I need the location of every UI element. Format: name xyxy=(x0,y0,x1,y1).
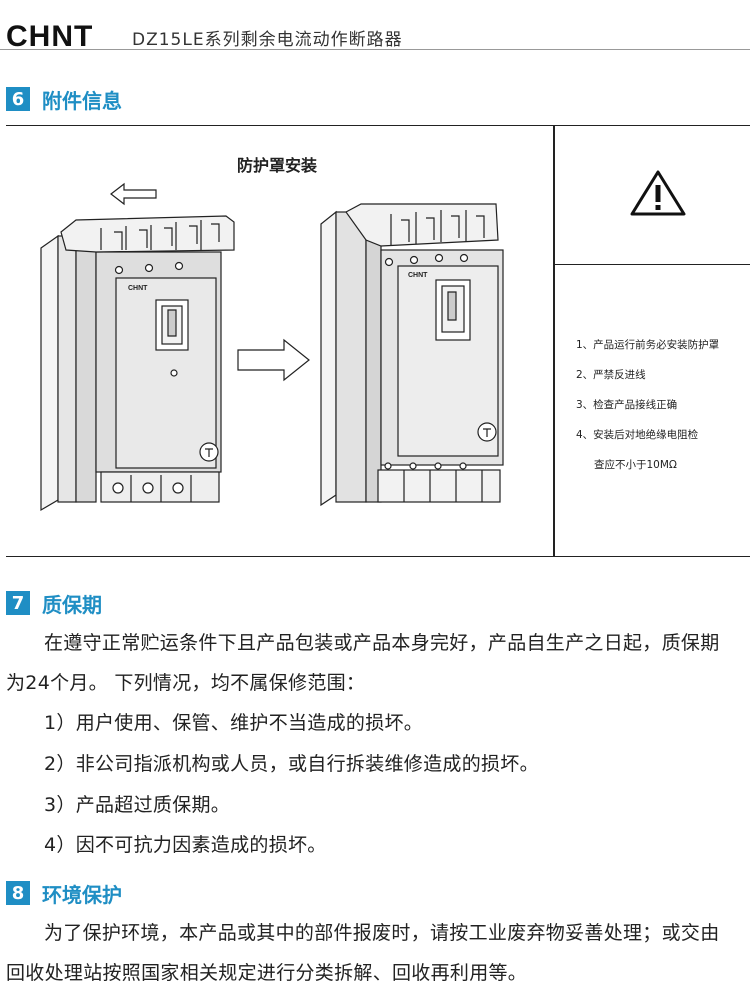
note-line: 1、产品运行前务必安装防护罩 xyxy=(576,339,720,351)
document-title: DZ15LE系列剩余电流动作断路器 xyxy=(132,30,403,50)
install-arrow-icon xyxy=(237,338,310,382)
breaker-left xyxy=(40,215,235,512)
note-line: 3、检查产品接线正确 xyxy=(576,399,678,411)
page-header: CHNT DZ15LE系列剩余电流动作断路器 xyxy=(0,0,750,53)
section-title: 附件信息 xyxy=(42,88,122,113)
table-divider-horizontal xyxy=(554,264,750,265)
environment-paragraph-line: 回收处理站按照国家相关规定进行分类拆解、回收再利用等。 xyxy=(6,962,528,984)
breaker-left-brand-mark: CHNT xyxy=(128,285,148,292)
warranty-paragraph-line: 在遵守正常贮运条件下且产品包装或产品本身完好，产品自生产之日起，质保期 xyxy=(44,632,720,654)
environment-paragraph-line: 为了保护环境，本产品或其中的部件报废时，请按工业废弃物妥善处理；或交由 xyxy=(44,922,720,944)
header-divider xyxy=(0,49,750,50)
section-title: 环境保护 xyxy=(42,882,122,907)
section-6-heading: 6 附件信息 xyxy=(6,84,122,114)
section-7-heading: 7 质保期 xyxy=(6,588,102,618)
breaker-right xyxy=(320,203,504,507)
warranty-exclusion-item: 4）因不可抗力因素造成的损坏。 xyxy=(44,834,327,856)
section-number: 7 xyxy=(6,591,30,615)
section-title: 质保期 xyxy=(42,592,102,617)
note-line: 4、安装后对地绝缘电阻检 xyxy=(576,429,699,441)
table-divider-vertical xyxy=(553,125,555,556)
accessory-info-table xyxy=(6,125,750,557)
note-line: 2、严禁反进线 xyxy=(576,369,646,381)
breaker-right-brand-mark: CHNT xyxy=(408,272,428,279)
note-line: 查应不小于10MΩ xyxy=(594,459,677,471)
section-8-heading: 8 环境保护 xyxy=(6,878,122,908)
warranty-paragraph-line: 为24个月。 下列情况，均不属保修范围： xyxy=(6,672,366,694)
warranty-exclusion-item: 1）用户使用、保管、维护不当造成的损坏。 xyxy=(44,712,424,734)
move-arrow-icon xyxy=(110,182,157,206)
section-number: 6 xyxy=(6,87,30,111)
figure-title: 防护罩安装 xyxy=(237,156,318,175)
cover-installation-figure: CHNT CHNT xyxy=(40,182,504,512)
warning-icon xyxy=(630,170,686,216)
warranty-exclusion-item: 2）非公司指派机构或人员，或自行拆装维修造成的损坏。 xyxy=(44,753,539,775)
warranty-exclusion-item: 3）产品超过质保期。 xyxy=(44,794,231,816)
brand-logo: CHNT xyxy=(6,20,94,53)
section-number: 8 xyxy=(6,881,30,905)
